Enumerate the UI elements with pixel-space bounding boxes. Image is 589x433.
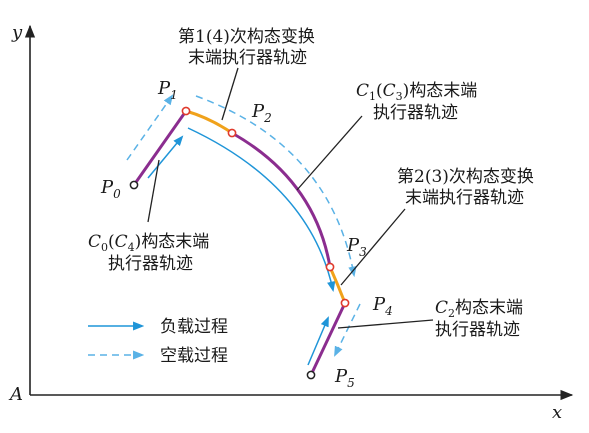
leader-transform14 [221, 67, 239, 121]
p0-label: P0 [100, 177, 121, 201]
p5-label: P5 [334, 366, 355, 390]
p4-label: P4 [372, 294, 393, 318]
transform23-label-line2: 末端执行器轨迹 [405, 188, 524, 208]
c1-label-line2: 执行器轨迹 [373, 103, 458, 123]
loaded-path-inner-upper [147, 135, 184, 179]
c0-trajectory [132, 110, 188, 186]
c0-label-line2: 执行器轨迹 [108, 254, 193, 274]
c2-label-line1: C2构态末端 [435, 298, 523, 320]
p5-marker [306, 370, 316, 380]
p2-label: P2 [251, 101, 272, 125]
transform14-label-line2: 末端执行器轨迹 [188, 48, 307, 68]
transform23-label-line1: 第2(3)次构态变换 [397, 167, 534, 187]
c1-trajectory [231, 131, 332, 268]
p3-marker [325, 262, 335, 272]
origin-label: A [8, 384, 23, 405]
transform14-label-line1: 第1(4)次构态变换 [178, 27, 315, 47]
empty-path-outer-arc [195, 95, 357, 278]
loaded-path-inner-lower [307, 316, 329, 366]
p1-label: P1 [157, 78, 178, 102]
legend-loaded-label: 负载过程 [160, 317, 228, 337]
c0-label-line1: C0(C4)构态末端 [88, 232, 209, 254]
x-axis-label: x [552, 402, 562, 423]
c2-label-line2: 执行器轨迹 [435, 320, 520, 340]
empty-path-outer-upper [126, 94, 174, 161]
p0-marker [129, 180, 139, 190]
y-axis-label: y [11, 22, 23, 43]
leader-c1 [296, 115, 363, 191]
loaded-path-inner-arc [187, 127, 336, 293]
c1-label-line1: C1(C3)构态末端 [356, 81, 477, 103]
p3-label: P3 [346, 235, 367, 259]
empty-path-outer-lower [334, 303, 361, 357]
leader-c0 [147, 159, 160, 223]
leader-c2 [337, 319, 434, 329]
p4-marker [340, 298, 350, 308]
p1-marker [181, 106, 191, 116]
legend-empty-label: 空载过程 [160, 346, 228, 366]
c2-trajectory [309, 302, 347, 376]
leader-transform23 [340, 208, 406, 286]
p2-marker [227, 128, 237, 138]
